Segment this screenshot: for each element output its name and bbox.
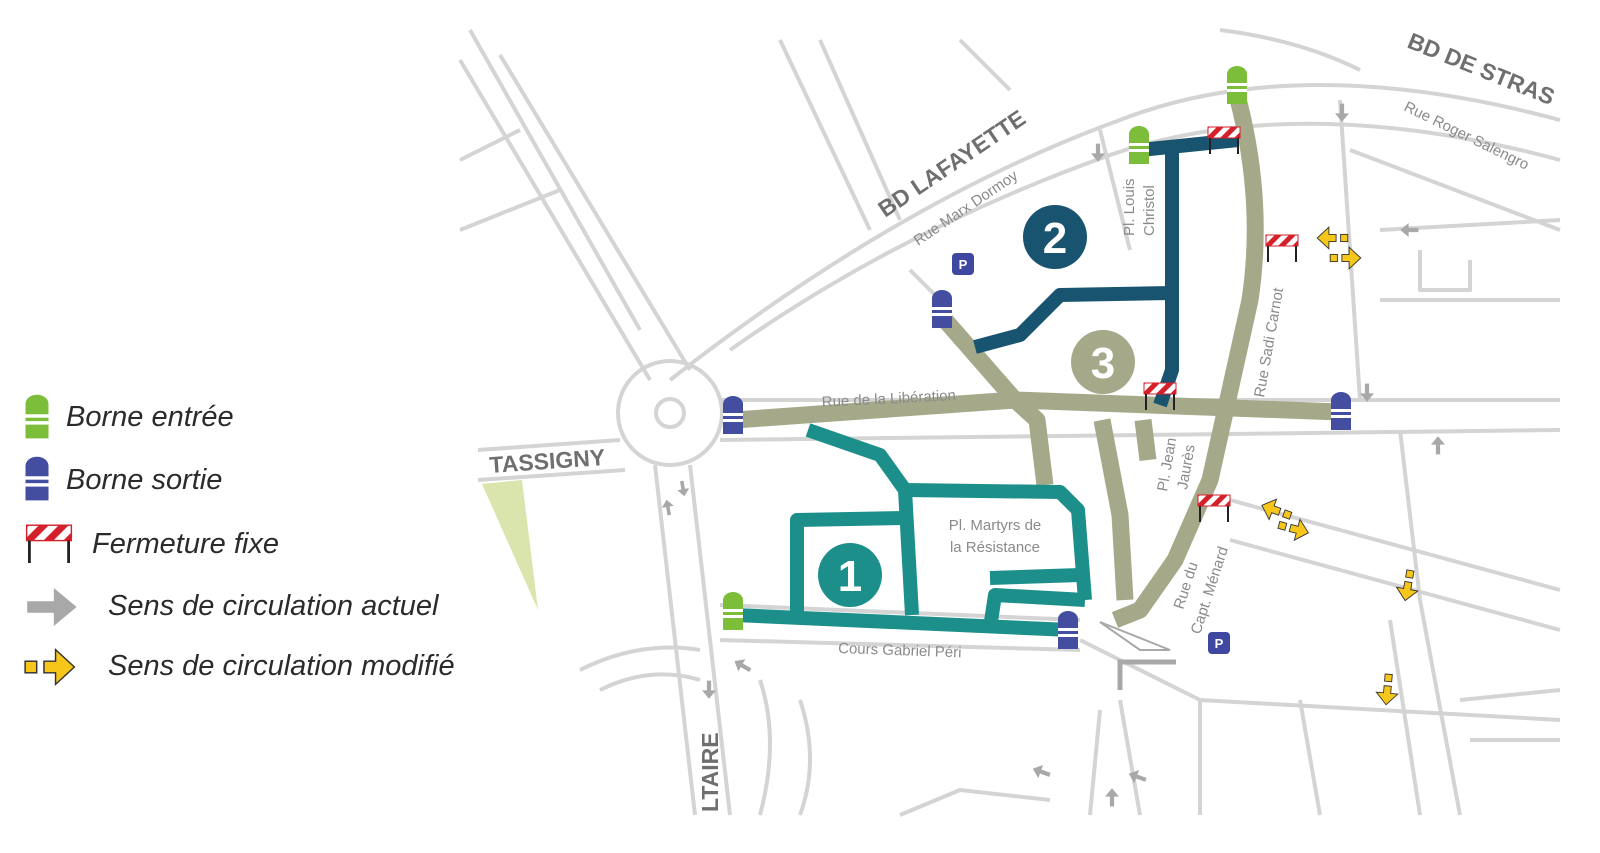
legend-exit-label: Borne sortie [66,464,223,496]
grey-arrow-icon [1335,103,1349,122]
gabriel-peri-label: Cours Gabriel Péri [838,640,962,661]
zone-1-number: 1 [838,552,862,601]
legend-modified-label: Sens de circulation modifié [108,650,455,682]
bd-strasbourg-label: BD DE STRAS [1404,28,1558,111]
grey-arrow-icon [1126,767,1149,787]
grey-arrow-icon [1431,436,1445,455]
parking-signs: P P [952,253,1230,654]
parking-sign [1208,632,1230,654]
zone-3-number: 3 [1091,339,1115,388]
green-space [482,480,538,610]
grey-arrow-icon [731,655,754,677]
zone-3-badge [1071,330,1135,394]
martyrs-label-1: Pl. Martyrs de [949,517,1042,534]
zone-3-streets [734,92,1341,628]
capt-menard-label-2: Capt. Ménard [1188,545,1232,637]
exit-bollard [932,290,952,328]
exit-bollard [1331,392,1351,430]
legend-closure-label: Fermeture fixe [92,528,279,560]
legend-current-label: Sens de circulation actuel [108,590,439,622]
green-bollard-icon [25,394,49,439]
grey-turn-arrow [1117,659,1176,690]
legend-icons [24,394,77,686]
entry-bollard [723,592,743,630]
zone-2-badge [1023,205,1087,269]
louis-christol-label-2: Christol [1141,185,1158,236]
legend-entry-label: Borne entrée [66,401,234,433]
grey-arrow-icon [1400,223,1419,237]
blue-bollard-icon [25,456,49,501]
martyrs-label-2: la Résistance [950,539,1040,556]
yellow-arrow-icon [1316,226,1349,250]
current-traffic-arrows [660,103,1445,807]
grey-arrow-icon [1105,788,1119,807]
zone-1-badge [818,543,882,607]
grey-triangle [1099,621,1171,651]
voltaire-label: LTAIRE [697,732,723,812]
closure-barrier [1265,234,1299,263]
zone-1-streets [734,423,1092,637]
grey-arrow-icon [660,498,676,517]
road-network [458,28,1561,817]
grey-arrow-icon [1030,762,1053,782]
zone-badges: 1 2 3 [818,205,1135,607]
zone-2-number: 2 [1043,214,1067,263]
exit-bollard [723,396,743,434]
barrier-icon [25,523,73,565]
parking-sign [952,253,974,275]
yellow-arrow-icon [24,648,76,686]
parking-label: P [959,257,968,272]
bd-lafayette-label: BD LAFAYETTE [873,105,1030,223]
yellow-arrow-icon [1329,246,1362,270]
parking-label: P [1215,636,1224,651]
entry-bollard [1227,66,1247,104]
louis-christol-label-1: Pl. Louis [1121,178,1138,236]
entry-bollard [1129,126,1149,164]
yellow-arrow-icon [1374,672,1400,707]
grey-arrow-icon [675,479,691,498]
grey-arrow-icon [27,588,77,626]
exit-bollard [1058,611,1078,649]
